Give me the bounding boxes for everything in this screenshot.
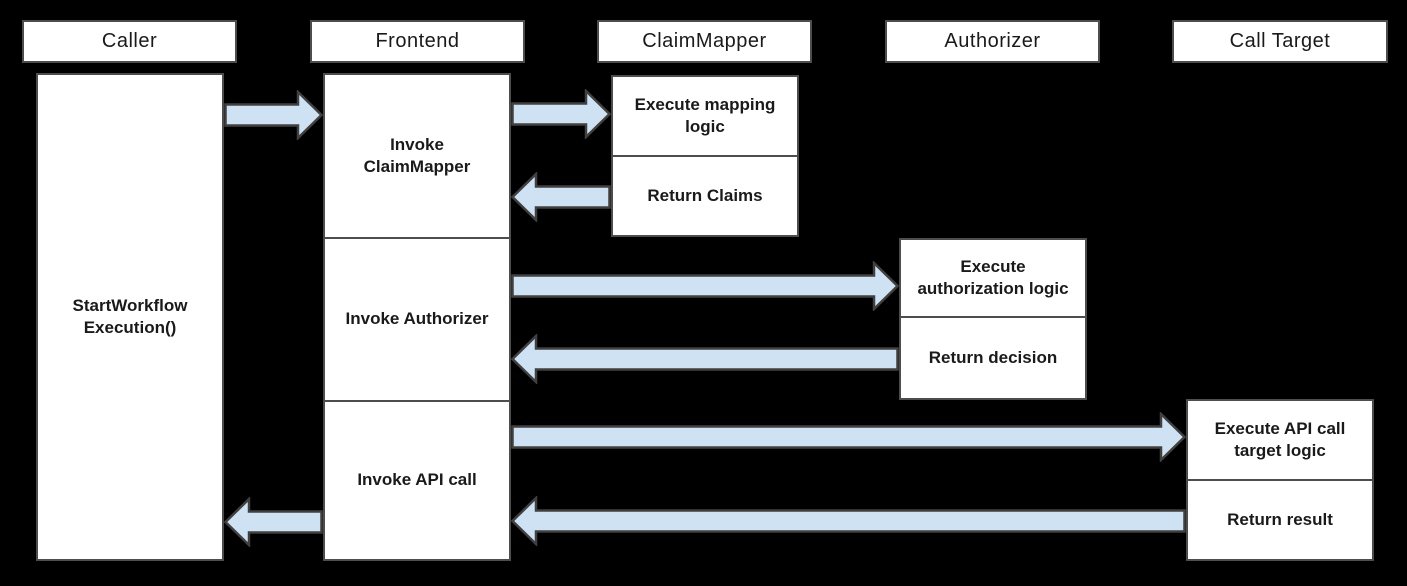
actor-label-authorizer: Authorizer [944, 30, 1041, 52]
step-invoke-api-call: Invoke API call [325, 400, 509, 559]
activation-claimmapper: Execute mapping logic Return Claims [611, 75, 799, 237]
actor-header-authorizer: Authorizer [885, 20, 1100, 63]
step-return-claims: Return Claims [613, 155, 797, 235]
arrow-calltarget-to-frontend [511, 496, 1186, 546]
arrow-authorizer-to-frontend [511, 334, 899, 384]
actor-header-calltarget: Call Target [1172, 20, 1388, 63]
activation-frontend: Invoke ClaimMapper Invoke Authorizer Inv… [323, 73, 511, 561]
step-execute-authorization-logic: Execute authorization logic [917, 256, 1069, 298]
step-return-result: Return result [1188, 479, 1372, 559]
arrow-claimmapper-to-frontend [511, 172, 611, 222]
arrow-caller-to-frontend [224, 90, 323, 140]
step-execute-mapping-logic: Execute mapping logic [634, 94, 776, 136]
activation-caller: StartWorkflow Execution() [36, 73, 224, 561]
actor-header-claimmapper: ClaimMapper [597, 20, 812, 63]
actor-header-caller: Caller [22, 20, 237, 63]
arrow-frontend-to-caller [224, 497, 323, 547]
activation-calltarget: Execute API call target logic Return res… [1186, 399, 1374, 561]
arrow-frontend-to-calltarget [511, 412, 1186, 462]
actor-label-frontend: Frontend [375, 30, 460, 52]
activation-authorizer: Execute authorization logic Return decis… [899, 238, 1087, 400]
actor-header-frontend: Frontend [310, 20, 525, 63]
step-startworkflowexecution: StartWorkflow Execution() [72, 295, 188, 337]
actor-label-claimmapper: ClaimMapper [642, 30, 767, 52]
actor-label-caller: Caller [101, 30, 158, 52]
step-execute-api-call-target-logic: Execute API call target logic [1214, 418, 1346, 460]
actor-label-calltarget: Call Target [1229, 30, 1331, 52]
step-invoke-authorizer: Invoke Authorizer [325, 237, 509, 400]
step-return-decision: Return decision [901, 316, 1085, 398]
arrow-frontend-to-authorizer [511, 261, 899, 311]
arrow-frontend-to-claimmapper [511, 89, 611, 139]
step-invoke-claimmapper: Invoke ClaimMapper [363, 134, 471, 176]
